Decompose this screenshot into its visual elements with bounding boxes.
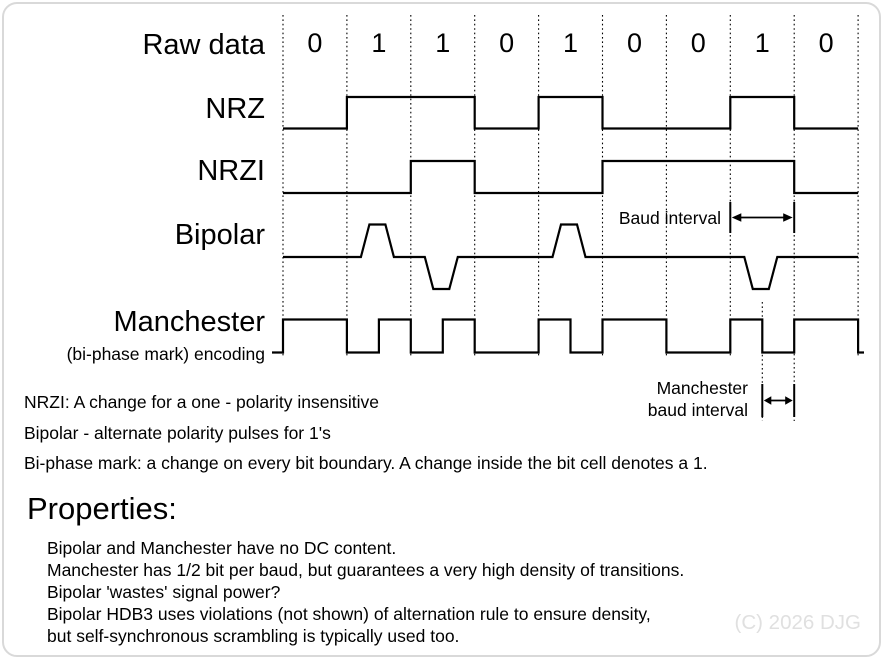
manchester-baud-marker-arrowhead-right: [785, 396, 793, 405]
raw-bit: 0: [818, 28, 834, 58]
copyright-text: (C) 2026 DJG: [734, 611, 861, 634]
note-bipolar: Bipolar - alternate polarity pulses for …: [24, 423, 331, 443]
manchester-baud-label-line2: baud interval: [647, 400, 748, 420]
note-biphase: Bi-phase mark: a change on every bit bou…: [24, 453, 708, 473]
manchester-baud-marker-arrowhead-left: [763, 396, 772, 405]
nrz-label: NRZ: [205, 93, 265, 125]
properties-heading: Properties:: [27, 491, 177, 526]
manchester-sub-label: (bi-phase mark) encoding: [66, 344, 265, 364]
property-item: but self-synchronous scrambling is typic…: [47, 626, 460, 646]
baud-interval-marker-arrowhead-left: [731, 213, 742, 222]
manchester-label: Manchester: [113, 306, 265, 338]
note-nrzi: NRZI: A change for a one - polarity inse…: [24, 392, 380, 412]
raw-bit: 0: [690, 28, 706, 58]
raw-bit: 0: [307, 28, 323, 58]
manchester-baud-interval-label: Manchester baud interval: [548, 377, 748, 421]
baud-interval-label: Baud interval: [618, 208, 721, 228]
properties-list: Bipolar and Manchester have no DC conten…: [47, 537, 684, 647]
bipolar-label: Bipolar: [174, 219, 265, 251]
bipolar-waveform: [283, 223, 859, 291]
property-item: Bipolar 'wastes' signal power?: [47, 582, 281, 602]
raw-bit: 1: [562, 28, 579, 58]
nrzi-waveform: [283, 159, 859, 195]
manchester-baud-label-line1: Manchester: [656, 378, 748, 398]
property-item: Manchester has 1/2 bit per baud, but gua…: [47, 560, 685, 580]
raw-bit: 1: [435, 28, 451, 58]
property-item: Bipolar and Manchester have no DC conten…: [47, 538, 397, 558]
baud-interval-marker-arrowhead-right: [783, 213, 793, 222]
raw-bit: 1: [754, 28, 770, 58]
property-item: Bipolar HDB3 uses violations (not shown)…: [47, 604, 651, 624]
nrzi-label: NRZI: [197, 155, 265, 187]
raw-bit: 0: [626, 28, 643, 58]
raw-bit: 0: [499, 28, 515, 58]
raw-bit: 1: [371, 28, 387, 58]
raw-data-label: Raw data: [142, 29, 265, 61]
nrz-waveform: [283, 95, 859, 130]
manchester-waveform: [272, 318, 864, 354]
raw-bits-row: 0 1 1 0 1 0 0 1 0: [0, 0, 883, 70]
